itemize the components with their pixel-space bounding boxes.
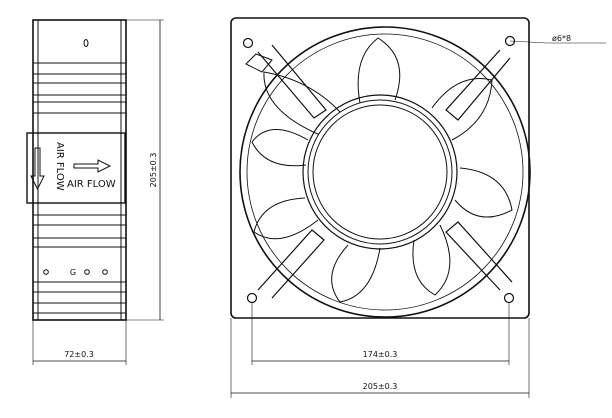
- screw-mark: [43, 269, 49, 275]
- fan-blade: [454, 167, 513, 218]
- hole-leader-line: [509, 40, 548, 44]
- fan-blade: [263, 71, 341, 136]
- airflow-vertical-label: AIR FLOW: [54, 142, 65, 191]
- strut: [445, 221, 513, 291]
- strut: [445, 49, 511, 121]
- side-view: G AIR FLOW AIR FLOW 205±0.3 72±0.3: [26, 19, 164, 365]
- fan-shroud-circle: [239, 26, 531, 318]
- screw-mark: [84, 269, 90, 275]
- fan-blade: [251, 129, 309, 167]
- bottom-mark: G: [70, 268, 76, 277]
- airflow-horizontal-label: AIR FLOW: [67, 179, 116, 190]
- mounting-hole: [246, 292, 258, 304]
- strut: [257, 44, 327, 119]
- front-view-frame: [230, 17, 530, 319]
- fan-blade: [357, 37, 401, 104]
- fan-hub-outer: [302, 94, 458, 250]
- fan-blade: [331, 244, 381, 303]
- hole-callout-label: ø6*8: [552, 34, 571, 43]
- airflow-label-panel: [26, 132, 126, 204]
- fan-blade: [412, 224, 451, 296]
- side-view-frame: [32, 19, 127, 321]
- mounting-hole: [503, 292, 515, 304]
- fan-blade: [431, 78, 493, 141]
- hole-spacing-dimension-label: 174±0.3: [363, 350, 398, 359]
- strut: [257, 229, 325, 299]
- fan-blade: [253, 197, 319, 240]
- airflow-right-arrow-icon: [73, 159, 112, 173]
- fan-hub-inner: [312, 104, 448, 240]
- fan-hub: [307, 99, 453, 245]
- front-width-dimension-label: 205±0.3: [363, 382, 398, 391]
- side-width-dimension-label: 72±0.3: [64, 350, 94, 359]
- top-mark-shape: [83, 39, 89, 47]
- wire-notch: [245, 53, 273, 73]
- screw-mark: [102, 269, 108, 275]
- airflow-down-arrow-icon: [30, 147, 45, 191]
- fan-shroud-inner-circle: [246, 33, 524, 311]
- mounting-hole: [242, 37, 254, 49]
- height-dimension-label: 205±0.3: [149, 153, 158, 188]
- front-view: ø6*8 174±0.3 205±0.3: [230, 17, 606, 398]
